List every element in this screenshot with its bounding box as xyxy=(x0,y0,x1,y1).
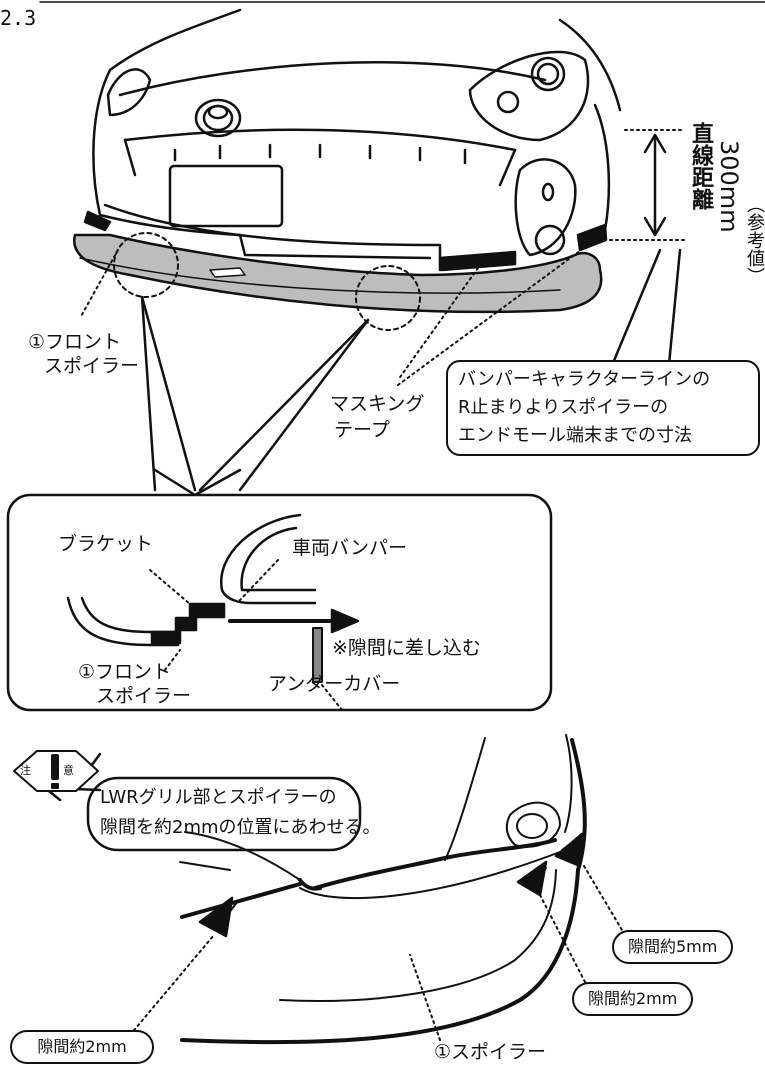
headlight-left xyxy=(106,68,152,117)
front-spoiler-shape xyxy=(73,233,603,314)
gap-2mm-right-label: 隙間約2mm xyxy=(572,982,694,1016)
caution-badge-right: 意 xyxy=(63,764,74,777)
detail-circle-left xyxy=(113,232,179,298)
front-spoiler-label-line2: スポイラー xyxy=(44,355,140,377)
insert-arrow xyxy=(330,608,360,634)
detail-front-spoiler-line2: スポイラー xyxy=(96,685,192,707)
vehicle-bumper-label: 車両バンパー xyxy=(292,537,407,559)
caution-bubble xyxy=(86,776,362,852)
gap-arrow-right xyxy=(554,832,584,868)
toyota-emblem xyxy=(194,98,242,138)
callout-line1: バンパーキャラクターラインの xyxy=(458,369,711,390)
masking-tape-right xyxy=(576,223,608,252)
detail-circle-center xyxy=(355,265,421,331)
section-number: 2.3 xyxy=(0,6,37,30)
car-front-illustration xyxy=(92,8,622,272)
caution-line2: 隙間を約2mmの位置にあわせる。 xyxy=(100,817,381,838)
callout-line2: R止まりよりスポイラーの xyxy=(458,397,669,418)
exclamation-icon xyxy=(51,754,59,780)
gap-5mm-label: 隙間約5mm xyxy=(612,930,734,964)
caution-line1: LWRグリル部とスポイラーの xyxy=(100,787,337,808)
headlight-right xyxy=(468,50,590,142)
masking-tape-left xyxy=(83,210,112,232)
license-plate-shape xyxy=(168,164,284,228)
vehicle-bumper-shape xyxy=(219,513,317,605)
insert-note: ※隙間に差し込む xyxy=(332,637,481,659)
under-cover-shape xyxy=(312,627,323,683)
bracket-label: ブラケット xyxy=(58,533,154,555)
fog-lamp-housing xyxy=(514,158,577,257)
gap-arrow-left xyxy=(198,896,234,938)
reference-note: （参考値） xyxy=(744,195,765,285)
masking-tape-center xyxy=(438,250,517,272)
distance-value: 300mm xyxy=(715,140,743,233)
detail-front-spoiler-line1: ①フロント xyxy=(78,661,172,683)
spoiler-label: ①スポイラー xyxy=(434,1041,547,1063)
gap-arrow-center xyxy=(516,860,548,897)
caution-text: LWRグリル部とスポイラーの 隙間を約2mmの位置にあわせる。 xyxy=(100,783,381,843)
caution-badge-left: 注 xyxy=(20,764,31,777)
callout-line3: エンドモール端末までの寸法 xyxy=(458,425,692,446)
distance-label: 直線距離 xyxy=(688,122,713,210)
masking-tape-label-line1: マスキング xyxy=(330,393,425,415)
bracket-shape xyxy=(150,602,226,645)
front-spoiler-label-line1: ①フロント xyxy=(28,331,122,353)
gap-2mm-left-label: 隙間約2mm xyxy=(10,1030,154,1064)
masking-tape-label-line2: テープ xyxy=(334,419,390,441)
under-cover-label: アンダーカバー xyxy=(268,673,401,695)
dimension-callout: バンパーキャラクターラインの R止まりよりスポイラーの エンドモール端末までの寸… xyxy=(446,360,760,456)
detail-spoiler-shape xyxy=(66,596,180,647)
